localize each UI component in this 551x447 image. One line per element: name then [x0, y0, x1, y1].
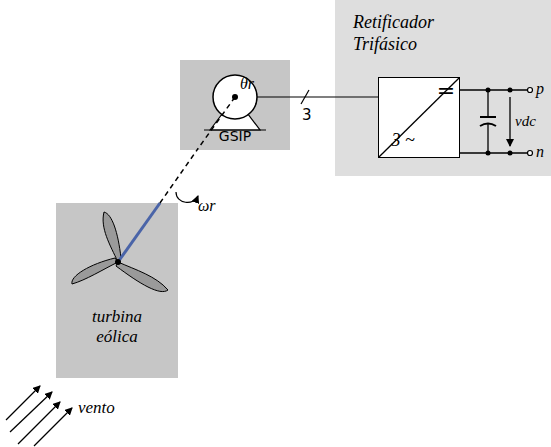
rotation-arrow: [176, 192, 198, 202]
wind-arrows: [6, 386, 72, 446]
generator-box: GSIP: [180, 60, 290, 150]
voltage-label: vdc: [515, 112, 536, 130]
node-text: turbina eólica: [70, 307, 164, 348]
turbine-box: turbina eólica: [56, 203, 178, 378]
terminal-label: p: [536, 79, 544, 98]
node-text: 3 ~: [383, 130, 423, 152]
three-phase-tick: [301, 90, 309, 104]
converter-box: = 3 ~: [378, 77, 460, 158]
node-text: GSIP: [180, 128, 290, 145]
shaft-connector: [160, 150, 197, 203]
terminal-label: n: [536, 142, 544, 161]
node-text: =: [433, 78, 459, 104]
wind-label: vento: [78, 398, 115, 418]
edge-label: ωr: [198, 196, 216, 215]
angle-label: θr: [240, 74, 254, 93]
node-text: Retificador Trifásico: [353, 12, 471, 55]
edge-label: 3: [302, 106, 312, 124]
rectifier-panel: Retificador Trifásico = 3 ~: [335, 0, 551, 176]
